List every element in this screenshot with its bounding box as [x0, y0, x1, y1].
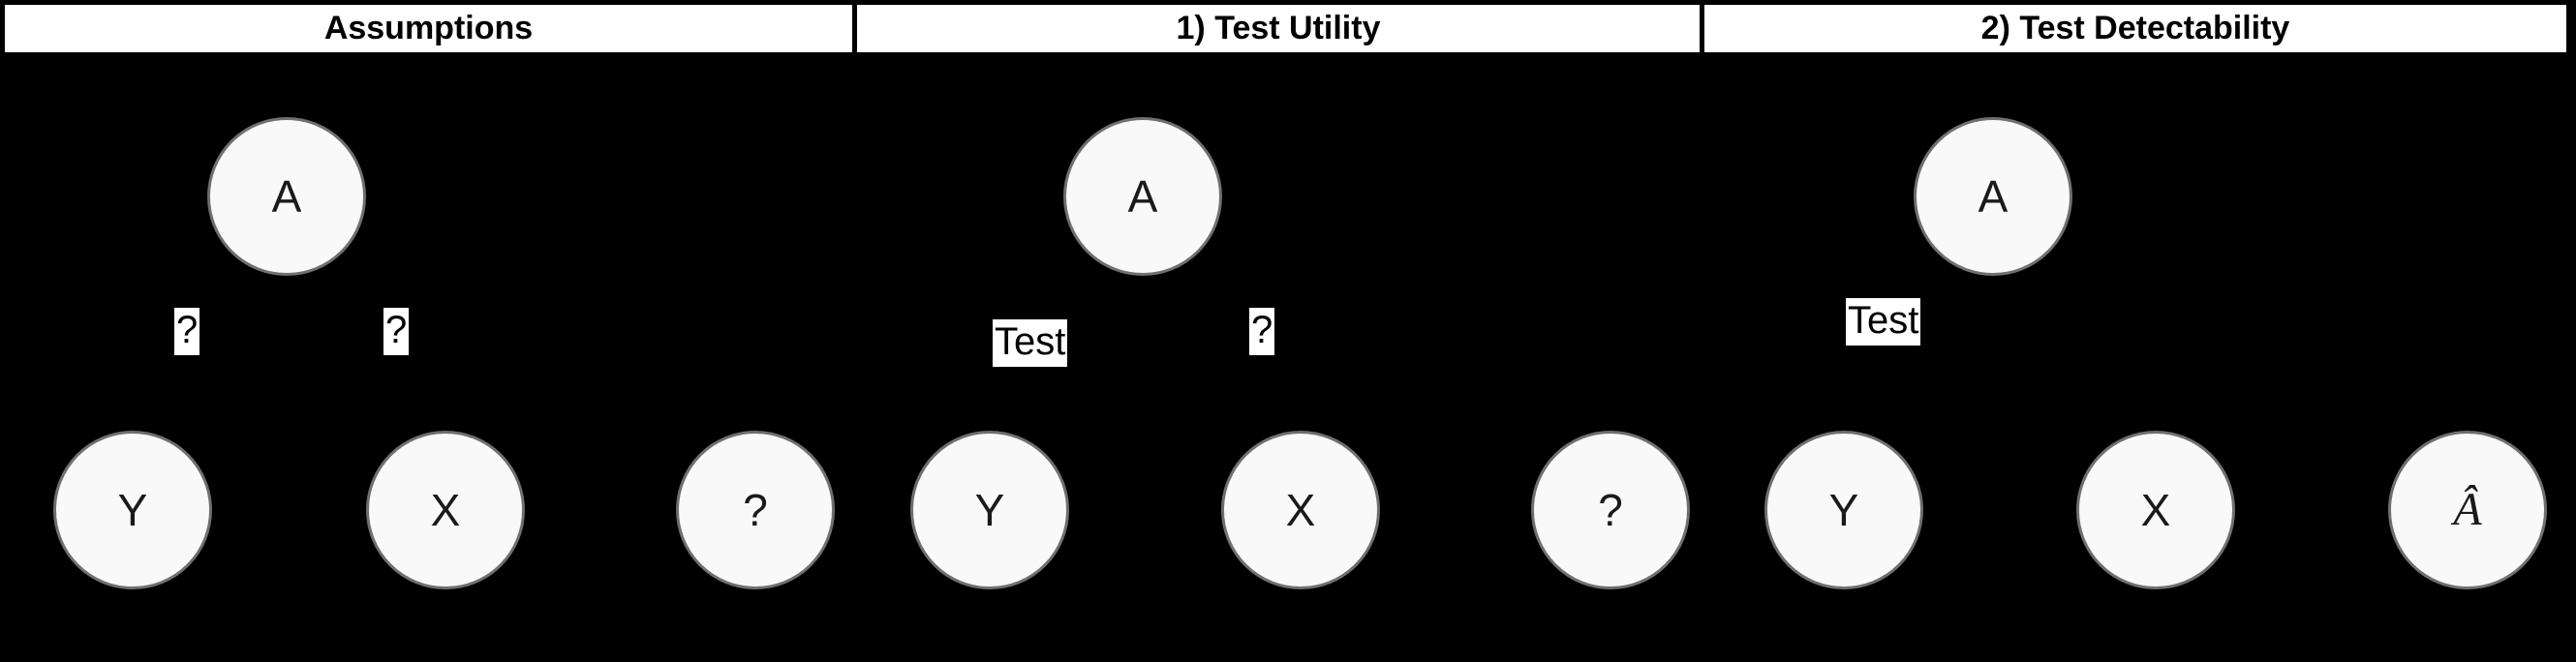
node-bottom-x-2[interactable]: X	[1221, 431, 1380, 589]
panel-title: Assumptions	[323, 10, 534, 46]
node-top-a-1[interactable]: A	[207, 117, 366, 276]
node-label: ?	[1598, 485, 1623, 535]
panel-header-test-utility: 1) Test Utility	[852, 0, 1704, 57]
node-label: A	[1127, 171, 1158, 222]
node-label: ?	[743, 485, 768, 535]
node-bottom-a-hat[interactable]: Â	[2388, 431, 2547, 589]
node-label: A	[1978, 171, 2009, 222]
node-bottom-x-1[interactable]: X	[366, 431, 525, 589]
node-bottom-unknown-2[interactable]: ?	[1531, 431, 1690, 589]
panel-title: 1) Test Utility	[1176, 10, 1381, 46]
edge-label-test-1: Test	[993, 319, 1068, 367]
node-label: Y	[1828, 485, 1859, 535]
node-bottom-y-3[interactable]: Y	[1764, 431, 1923, 589]
panel-header-assumptions: Assumptions	[0, 0, 857, 57]
node-bottom-y-1[interactable]: Y	[53, 431, 212, 589]
node-top-a-2[interactable]: A	[1063, 117, 1222, 276]
edge-label-unknown-2: ?	[383, 308, 410, 355]
node-label: Y	[117, 485, 148, 535]
panel-title: 2) Test Detectability	[1980, 10, 2290, 46]
node-label: X	[1285, 485, 1316, 535]
node-top-a-3[interactable]: A	[1914, 117, 2072, 276]
node-bottom-unknown-1[interactable]: ?	[676, 431, 835, 589]
node-label: X	[2140, 485, 2171, 535]
node-label: Y	[974, 485, 1005, 535]
edge-label-unknown-1: ?	[174, 308, 200, 355]
node-label: Â	[2453, 484, 2482, 535]
panel-header-band: Assumptions 1) Test Utility 2) Test Dete…	[0, 0, 2576, 57]
node-bottom-y-2[interactable]: Y	[910, 431, 1069, 589]
edge-label-test-2: Test	[1846, 298, 1921, 346]
edge-label-unknown-3: ?	[1249, 308, 1275, 355]
panel-header-test-detectability: 2) Test Detectability	[1700, 0, 2571, 57]
node-label: A	[271, 171, 302, 222]
node-label: X	[430, 485, 461, 535]
node-bottom-x-3[interactable]: X	[2076, 431, 2235, 589]
